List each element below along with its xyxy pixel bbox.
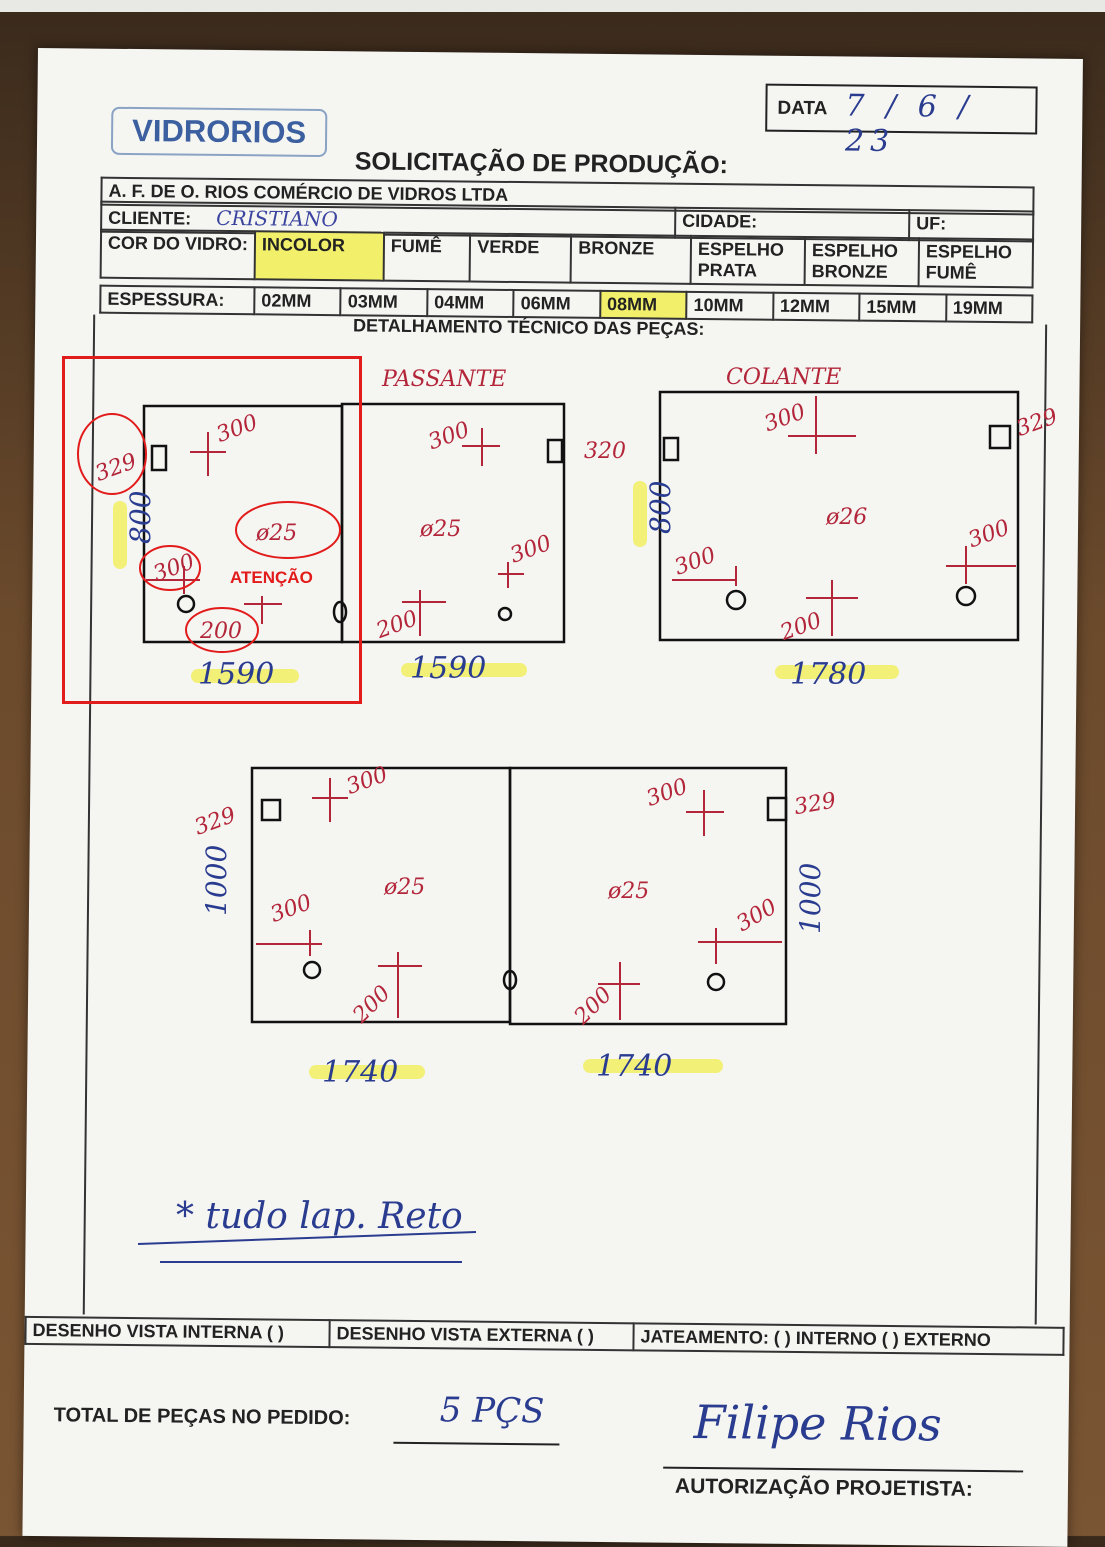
svg-text:ø25: ø25 — [419, 517, 461, 542]
svg-text:200: 200 — [199, 619, 242, 644]
svg-text:1590: 1590 — [198, 657, 274, 692]
svg-text:300: 300 — [643, 774, 691, 812]
svg-text:1780: 1780 — [790, 657, 866, 692]
svg-text:ø25: ø25 — [383, 875, 425, 900]
attention-highlight-box — [62, 356, 362, 704]
svg-text:300: 300 — [761, 399, 809, 437]
svg-text:1000: 1000 — [200, 845, 233, 916]
svg-text:300: 300 — [267, 890, 315, 928]
svg-text:1740: 1740 — [596, 1049, 672, 1084]
svg-text:800: 800 — [124, 491, 157, 544]
piece-3-outline — [658, 390, 1020, 642]
label-colante: COLANTE — [726, 365, 841, 390]
piece-5-outline — [508, 766, 788, 1026]
background-sheet — [0, 0, 1105, 12]
svg-text:800: 800 — [644, 481, 677, 534]
svg-text:ø25: ø25 — [255, 521, 297, 546]
svg-text:300: 300 — [671, 543, 719, 581]
svg-text:329: 329 — [191, 803, 239, 841]
svg-text:300: 300 — [425, 417, 473, 455]
svg-text:300: 300 — [507, 531, 555, 569]
label-passante: PASSANTE — [381, 367, 506, 392]
piece-2-outline — [340, 402, 566, 644]
handwritten-note: * tudo lap. Reto — [176, 1196, 463, 1237]
svg-text:200: 200 — [372, 606, 421, 644]
svg-text:ø25: ø25 — [607, 879, 649, 904]
svg-text:300: 300 — [965, 515, 1013, 553]
svg-text:ø26: ø26 — [825, 505, 867, 530]
svg-text:300: 300 — [732, 894, 781, 937]
svg-text:1000: 1000 — [794, 863, 827, 934]
svg-text:329: 329 — [1013, 404, 1061, 442]
svg-text:1590: 1590 — [410, 651, 486, 686]
attention-label: ATENÇÃO — [230, 568, 313, 587]
svg-text:320: 320 — [584, 439, 626, 464]
svg-text:329: 329 — [792, 788, 838, 820]
svg-text:1740: 1740 — [322, 1055, 398, 1090]
